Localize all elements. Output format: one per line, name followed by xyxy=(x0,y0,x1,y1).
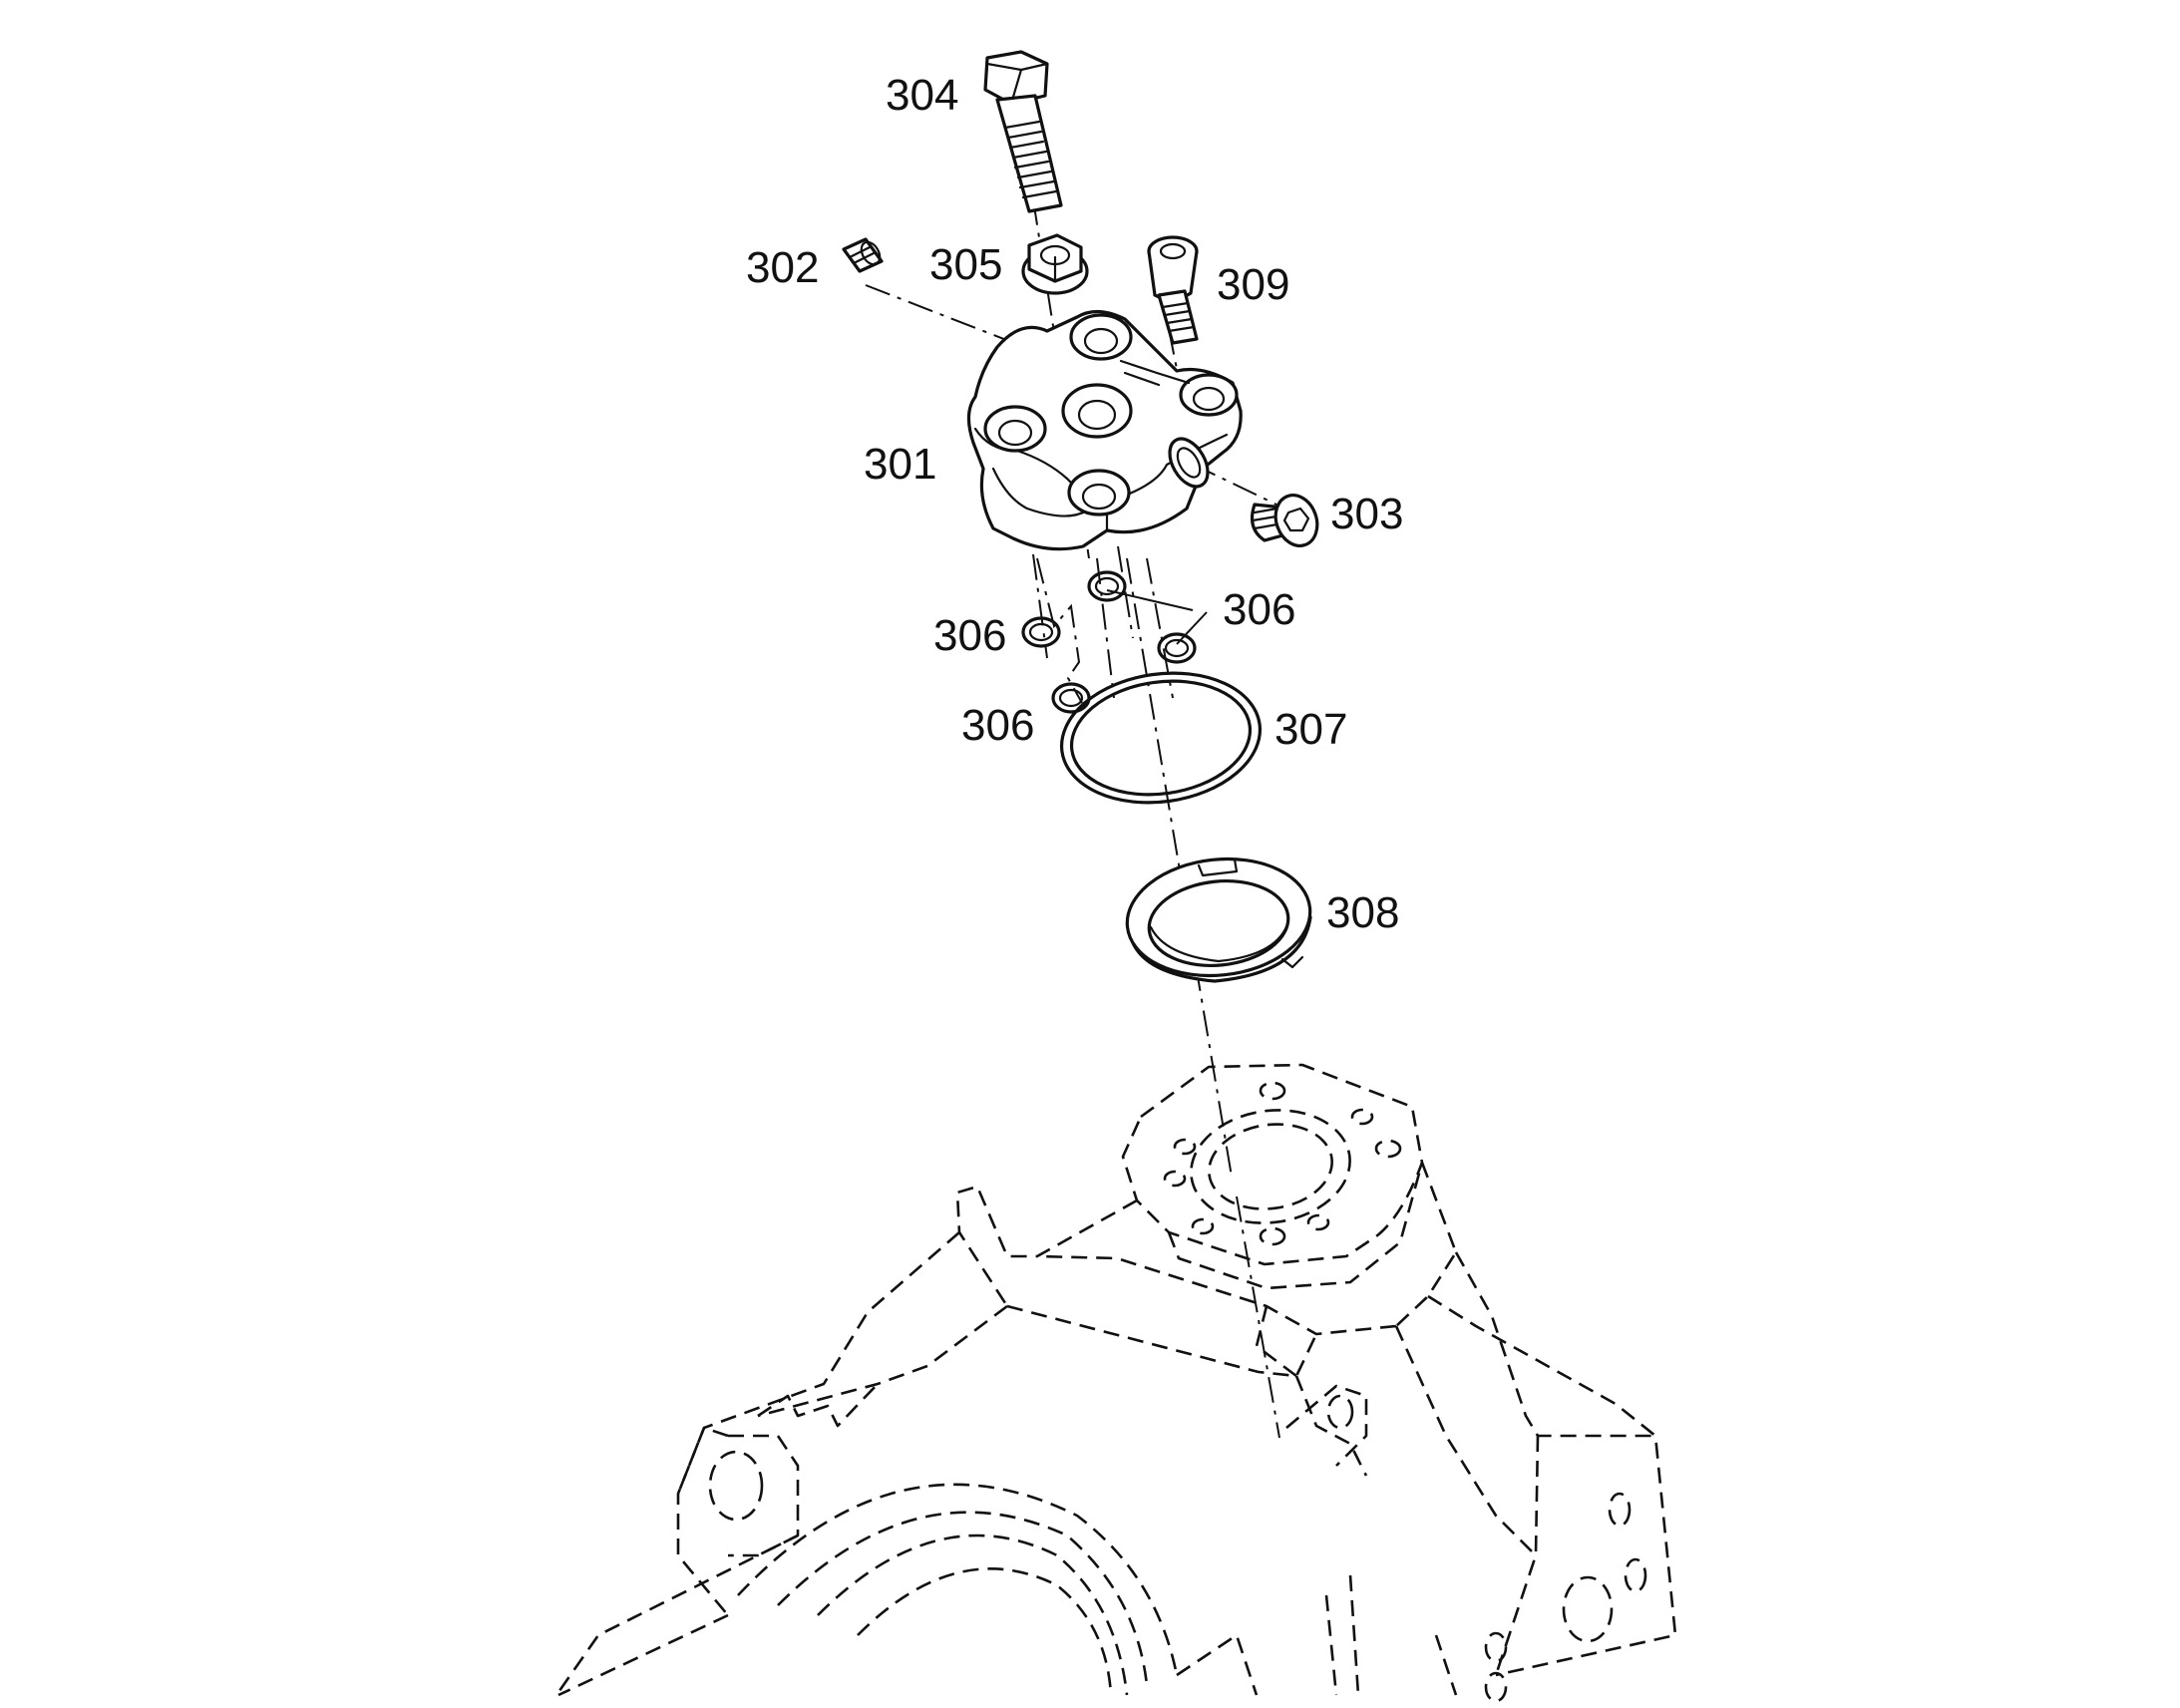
leader-lines xyxy=(1106,589,1208,645)
o-ring-307 xyxy=(1059,671,1263,805)
callout-301: 301 xyxy=(864,440,936,489)
o-rings-306 xyxy=(1021,570,1197,714)
socket-bolt-309 xyxy=(1147,235,1199,345)
thrust-ring-308 xyxy=(1125,856,1312,983)
plug-303 xyxy=(1251,494,1319,547)
set-screw-302 xyxy=(842,237,884,273)
assembly-center-lines xyxy=(865,198,1280,1439)
callout-labels: 304 302 305 309 301 303 306 306 306 307 … xyxy=(746,71,1403,937)
callout-307: 307 xyxy=(1274,705,1347,754)
callout-303: 303 xyxy=(1330,490,1403,538)
callout-308: 308 xyxy=(1326,888,1399,937)
callout-302: 302 xyxy=(746,243,819,292)
callout-306-lower: 306 xyxy=(961,701,1034,750)
callout-304: 304 xyxy=(886,71,958,120)
hex-bolt-304 xyxy=(983,50,1063,213)
callout-305: 305 xyxy=(929,240,1002,289)
valve-block-301 xyxy=(966,309,1243,551)
callout-306-left: 306 xyxy=(933,611,1006,660)
axle-housing-phantom xyxy=(554,1063,1677,1703)
callout-309: 309 xyxy=(1217,260,1289,309)
callout-306-right: 306 xyxy=(1223,585,1295,634)
flange-nut-305 xyxy=(1021,233,1089,295)
